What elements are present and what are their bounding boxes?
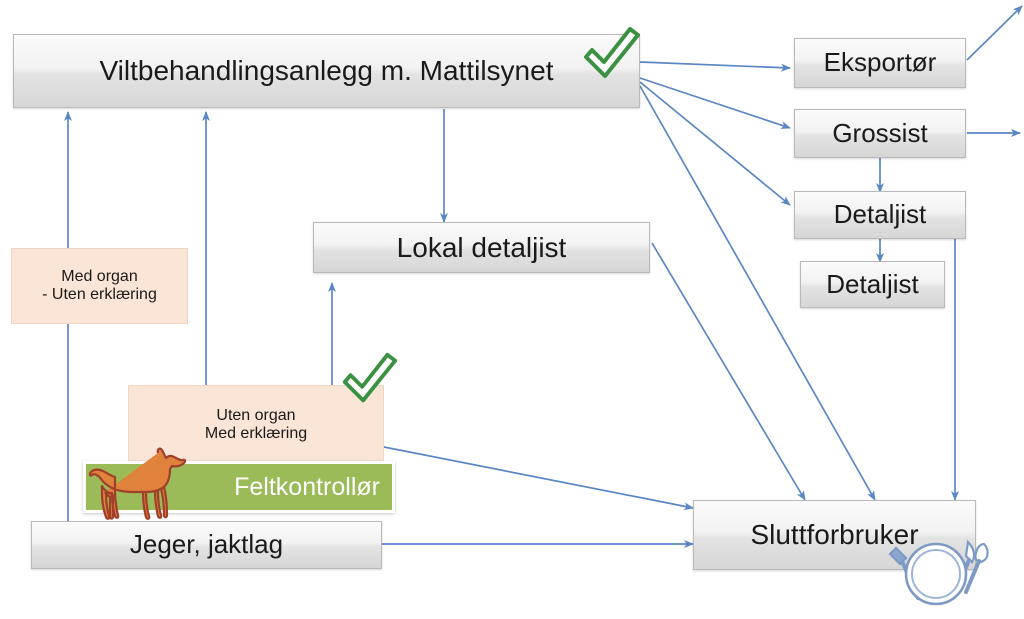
node-label: Grossist [832, 117, 928, 148]
node-jeger-jaktlag[interactable]: Jeger, jaktlag [31, 521, 382, 569]
node-label: Viltbehandlingsanlegg m. Mattilsynet [99, 55, 554, 87]
node-detaljist-2[interactable]: Detaljist [800, 261, 945, 308]
node-grossist[interactable]: Grossist [794, 109, 966, 158]
edge-lokal-to-sluttforbruker [651, 242, 806, 501]
node-uten-organ[interactable]: Uten organ Med erklæring [128, 385, 384, 465]
node-label: Feltkontrollør [234, 473, 380, 501]
node-label: Med organ - Uten erklæring [42, 268, 157, 303]
node-label: Sluttforbruker [750, 519, 919, 551]
node-feltkontrollor[interactable]: Feltkontrollør [83, 461, 395, 513]
node-viltbehandlingsanlegg[interactable]: Viltbehandlingsanlegg m. Mattilsynet [13, 34, 640, 108]
edge-utenorgan-to-sluttforbruker [383, 446, 694, 511]
edge-anlegg-to-grossist [639, 77, 791, 129]
node-lokal-detaljist[interactable]: Lokal detaljist [313, 222, 650, 273]
node-eksportor[interactable]: Eksportør [794, 38, 966, 88]
edge-anlegg-to-detaljist1 [639, 81, 791, 206]
node-med-organ[interactable]: Med organ - Uten erklæring [11, 248, 188, 324]
node-label: Jeger, jaktlag [129, 529, 284, 560]
node-sluttforbruker[interactable]: Sluttforbruker [693, 500, 976, 570]
node-detaljist-1[interactable]: Detaljist [794, 191, 966, 239]
node-label: Lokal detaljist [396, 231, 567, 263]
node-label: Detaljist [826, 268, 919, 299]
edge-eksportor-offscreen [966, 5, 1023, 61]
edge-anlegg-to-eksportor [639, 61, 791, 72]
node-label: Eksportør [823, 47, 937, 78]
node-label: Detaljist [833, 199, 927, 230]
node-label: Uten organ Med erklæring [204, 407, 308, 442]
